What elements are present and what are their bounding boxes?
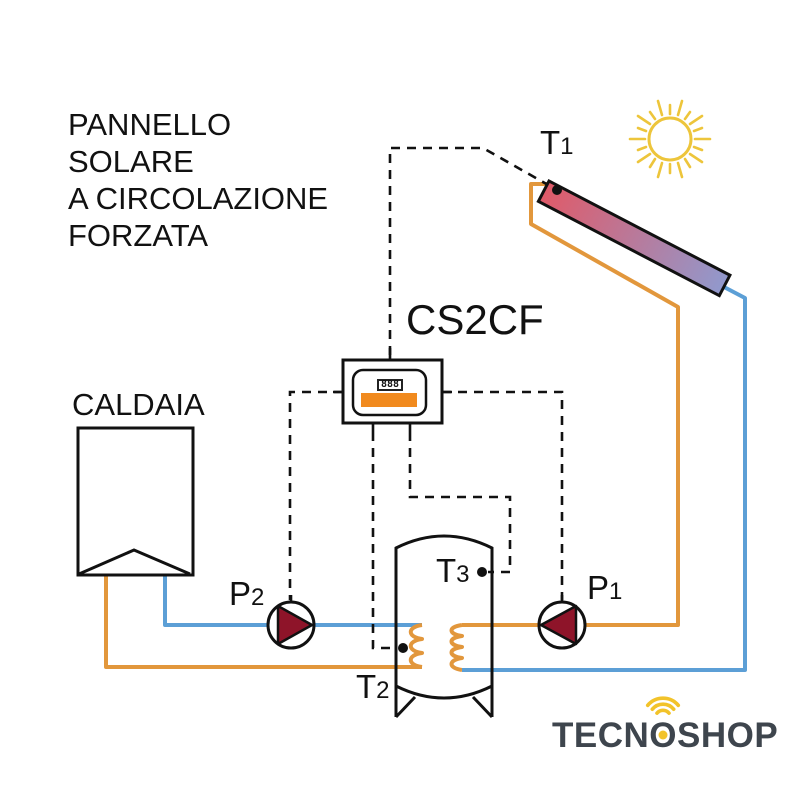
- logo-o: O: [646, 696, 681, 756]
- tank-coil-boiler: [408, 623, 424, 669]
- wifi-icon: [646, 696, 681, 715]
- pump-p2: [266, 595, 316, 650]
- sensor-t1-letter: T: [540, 124, 561, 161]
- pipe-solar-cold: [462, 285, 747, 672]
- controller-display-bar: [361, 393, 417, 407]
- sensor-t3-label: T3: [436, 552, 470, 590]
- sensor-t2-letter: T: [356, 668, 377, 705]
- pump-p1-letter: P: [587, 569, 610, 606]
- title-line: PANNELLO: [68, 107, 232, 142]
- sun-icon: [628, 99, 712, 179]
- pipe-boiler-cold: [163, 575, 422, 627]
- wire-t3: [408, 432, 512, 574]
- wire-t1: [388, 146, 558, 355]
- controller-display: 888: [377, 379, 403, 391]
- controller: [333, 348, 452, 432]
- wire-t2: [371, 432, 397, 650]
- storage-tank: [394, 534, 494, 719]
- pump-p2-letter: P: [229, 575, 252, 612]
- tank-coil-solar: [449, 623, 464, 672]
- pipe-solar-hot: [462, 182, 680, 627]
- storage-tank-body: [396, 536, 492, 701]
- boiler: [76, 426, 195, 577]
- controller-model-label: CS2CF: [406, 296, 544, 343]
- title-line: A CIRCOLAZIONE: [68, 181, 329, 216]
- sensor-t1-label: T1: [540, 124, 574, 162]
- page-title: PANNELLO SOLARE A CIRCOLAZIONE FORZATA: [68, 106, 328, 254]
- sensor-dot-t2: [398, 643, 408, 653]
- boiler-label: CALDAIA: [72, 387, 205, 422]
- sensor-t2-index: 2: [376, 677, 390, 704]
- sensor-t3-index: 3: [456, 561, 470, 588]
- wifi-dot: [658, 730, 668, 740]
- sensor-t3-letter: T: [436, 552, 457, 589]
- pump-p1-label: P1: [587, 569, 622, 607]
- brand-logo: TECNOSHOP: [552, 696, 779, 756]
- title-line: FORZATA: [68, 218, 209, 253]
- pump-p2-index: 2: [251, 584, 265, 611]
- sensor-t2-label: T2: [356, 668, 390, 706]
- pump-p2-label: P2: [229, 575, 264, 613]
- wire-p1: [442, 390, 564, 600]
- logo-text-prefix: TECN: [552, 716, 650, 755]
- pump-p1: [537, 595, 587, 650]
- title-line: SOLARE: [68, 144, 194, 179]
- pump-p1-index: 1: [609, 578, 623, 605]
- logo-text-suffix: SHOP: [677, 716, 779, 755]
- solar-panel: [536, 178, 732, 298]
- sensor-t1-index: 1: [560, 133, 574, 160]
- wire-p2: [288, 390, 343, 600]
- pipe-boiler-hot: [104, 575, 422, 669]
- sensor-dot-t1: [552, 185, 562, 195]
- sensor-dot-t3: [477, 567, 487, 577]
